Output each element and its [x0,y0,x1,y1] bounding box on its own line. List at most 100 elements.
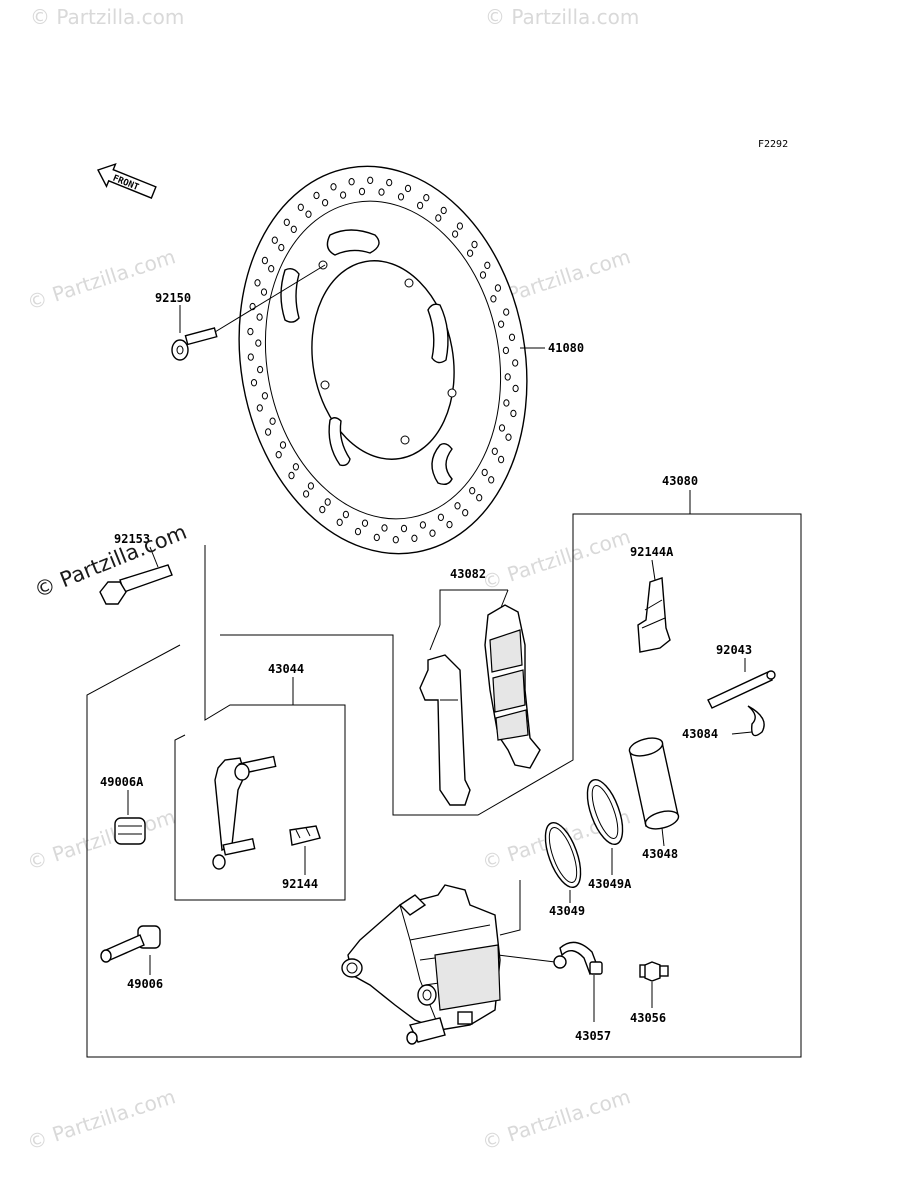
disc-hole [305,210,312,218]
front-arrow-icon: FRONT [97,162,157,199]
disc-holes [247,176,519,544]
brake-disc [238,165,528,555]
disc-hole [257,365,264,374]
label-43048: 43048 [642,847,678,861]
label-92144: 92144 [282,877,318,891]
disc-hole [290,225,297,234]
disc-hole [508,333,516,341]
brake-pad-right [484,604,541,769]
disc-hole [456,222,463,230]
disc-hole [354,527,362,536]
brake-pad-left [419,654,471,806]
disc-hole [260,288,268,296]
small-clip [289,825,321,846]
label-43082: 43082 [450,567,486,581]
disc-hole [404,184,412,193]
disc-hole [469,487,476,495]
disc-hole [467,249,474,257]
disc-hole [254,279,261,287]
disc-hole [429,529,436,537]
bleeder-valve [100,925,161,963]
disc-hole [505,433,512,441]
disc-hole [297,203,304,212]
label-92144A: 92144A [630,545,674,559]
disc-hole [250,379,258,387]
watermark-text: © Partzilla.com [24,804,178,875]
figure-code: F2292 [758,139,788,150]
disc-hole [498,455,505,464]
disc-hole [348,178,355,186]
disc-hole [435,214,442,222]
label-49006: 49006 [127,977,163,991]
label-92043: 92043 [716,643,752,657]
disc-hole [471,240,478,249]
disc-hole [491,447,498,455]
disc-hole [481,468,488,477]
disc-hole [358,187,366,196]
disc-hole [373,533,380,542]
disc-hole [503,308,510,316]
disc-hole [361,519,369,527]
caliper-bracket [212,755,277,870]
disc-hole [488,476,495,484]
disc-hole [255,339,262,347]
disc-hole [330,183,337,191]
label-43080: 43080 [662,474,698,488]
label-43049: 43049 [549,904,585,918]
label-41080: 41080 [548,341,584,355]
watermark-text: © Partzilla.com [30,5,184,29]
disc-hole [452,230,459,238]
disc-hole [283,218,290,227]
label-43044: 43044 [268,662,304,676]
disc-hole [479,271,487,279]
disc-hole [261,392,268,400]
dust-seal [586,778,624,846]
disc-hole [512,384,519,393]
caliper-bolt [99,564,173,605]
disc-hole [440,206,447,215]
disc-hole [494,284,501,292]
disc-hole [503,399,510,407]
pad-pin [707,670,776,709]
disc-hole [261,256,268,265]
disc-hole [437,513,444,521]
disc-hole [411,534,418,542]
disc-hole [386,178,393,187]
bleeder-cap [553,941,603,976]
disc-hole [512,359,519,367]
disc-hole [278,243,285,252]
disc-hole [502,346,509,355]
disc-hole [367,176,374,185]
disc-hole [292,463,299,471]
disc-hole [417,201,424,210]
label-49006A: 49006A [100,775,144,789]
label-43057: 43057 [575,1029,611,1043]
disc-hole [269,417,276,425]
caliper-body [341,884,501,1045]
disc-hole [476,494,483,502]
disc-hole [504,373,511,381]
watermark-text: © Partzilla.com [485,5,639,29]
disc-hole [313,191,320,200]
disc-bolt [171,264,326,361]
disc-hole [303,490,310,498]
label-92150: 92150 [155,291,191,305]
label-43084: 43084 [682,727,718,741]
watermark-text: © Partzilla.com [479,524,633,595]
disc-hole [423,194,430,202]
disc-hole [279,441,287,449]
caliper-piston [628,737,680,830]
disc-hole [247,327,254,336]
disc-hole [342,510,349,519]
pad-spring [637,577,671,653]
disc-hole [446,520,453,529]
disc-hole [256,404,263,412]
watermark-text: © Partzilla.com [24,1084,178,1155]
disc-hole [490,295,497,303]
disc-hole [454,502,461,510]
disc-hole [265,428,272,436]
disc-hole [324,498,331,506]
piston-seal [544,821,582,889]
label-43049A: 43049A [588,877,632,891]
